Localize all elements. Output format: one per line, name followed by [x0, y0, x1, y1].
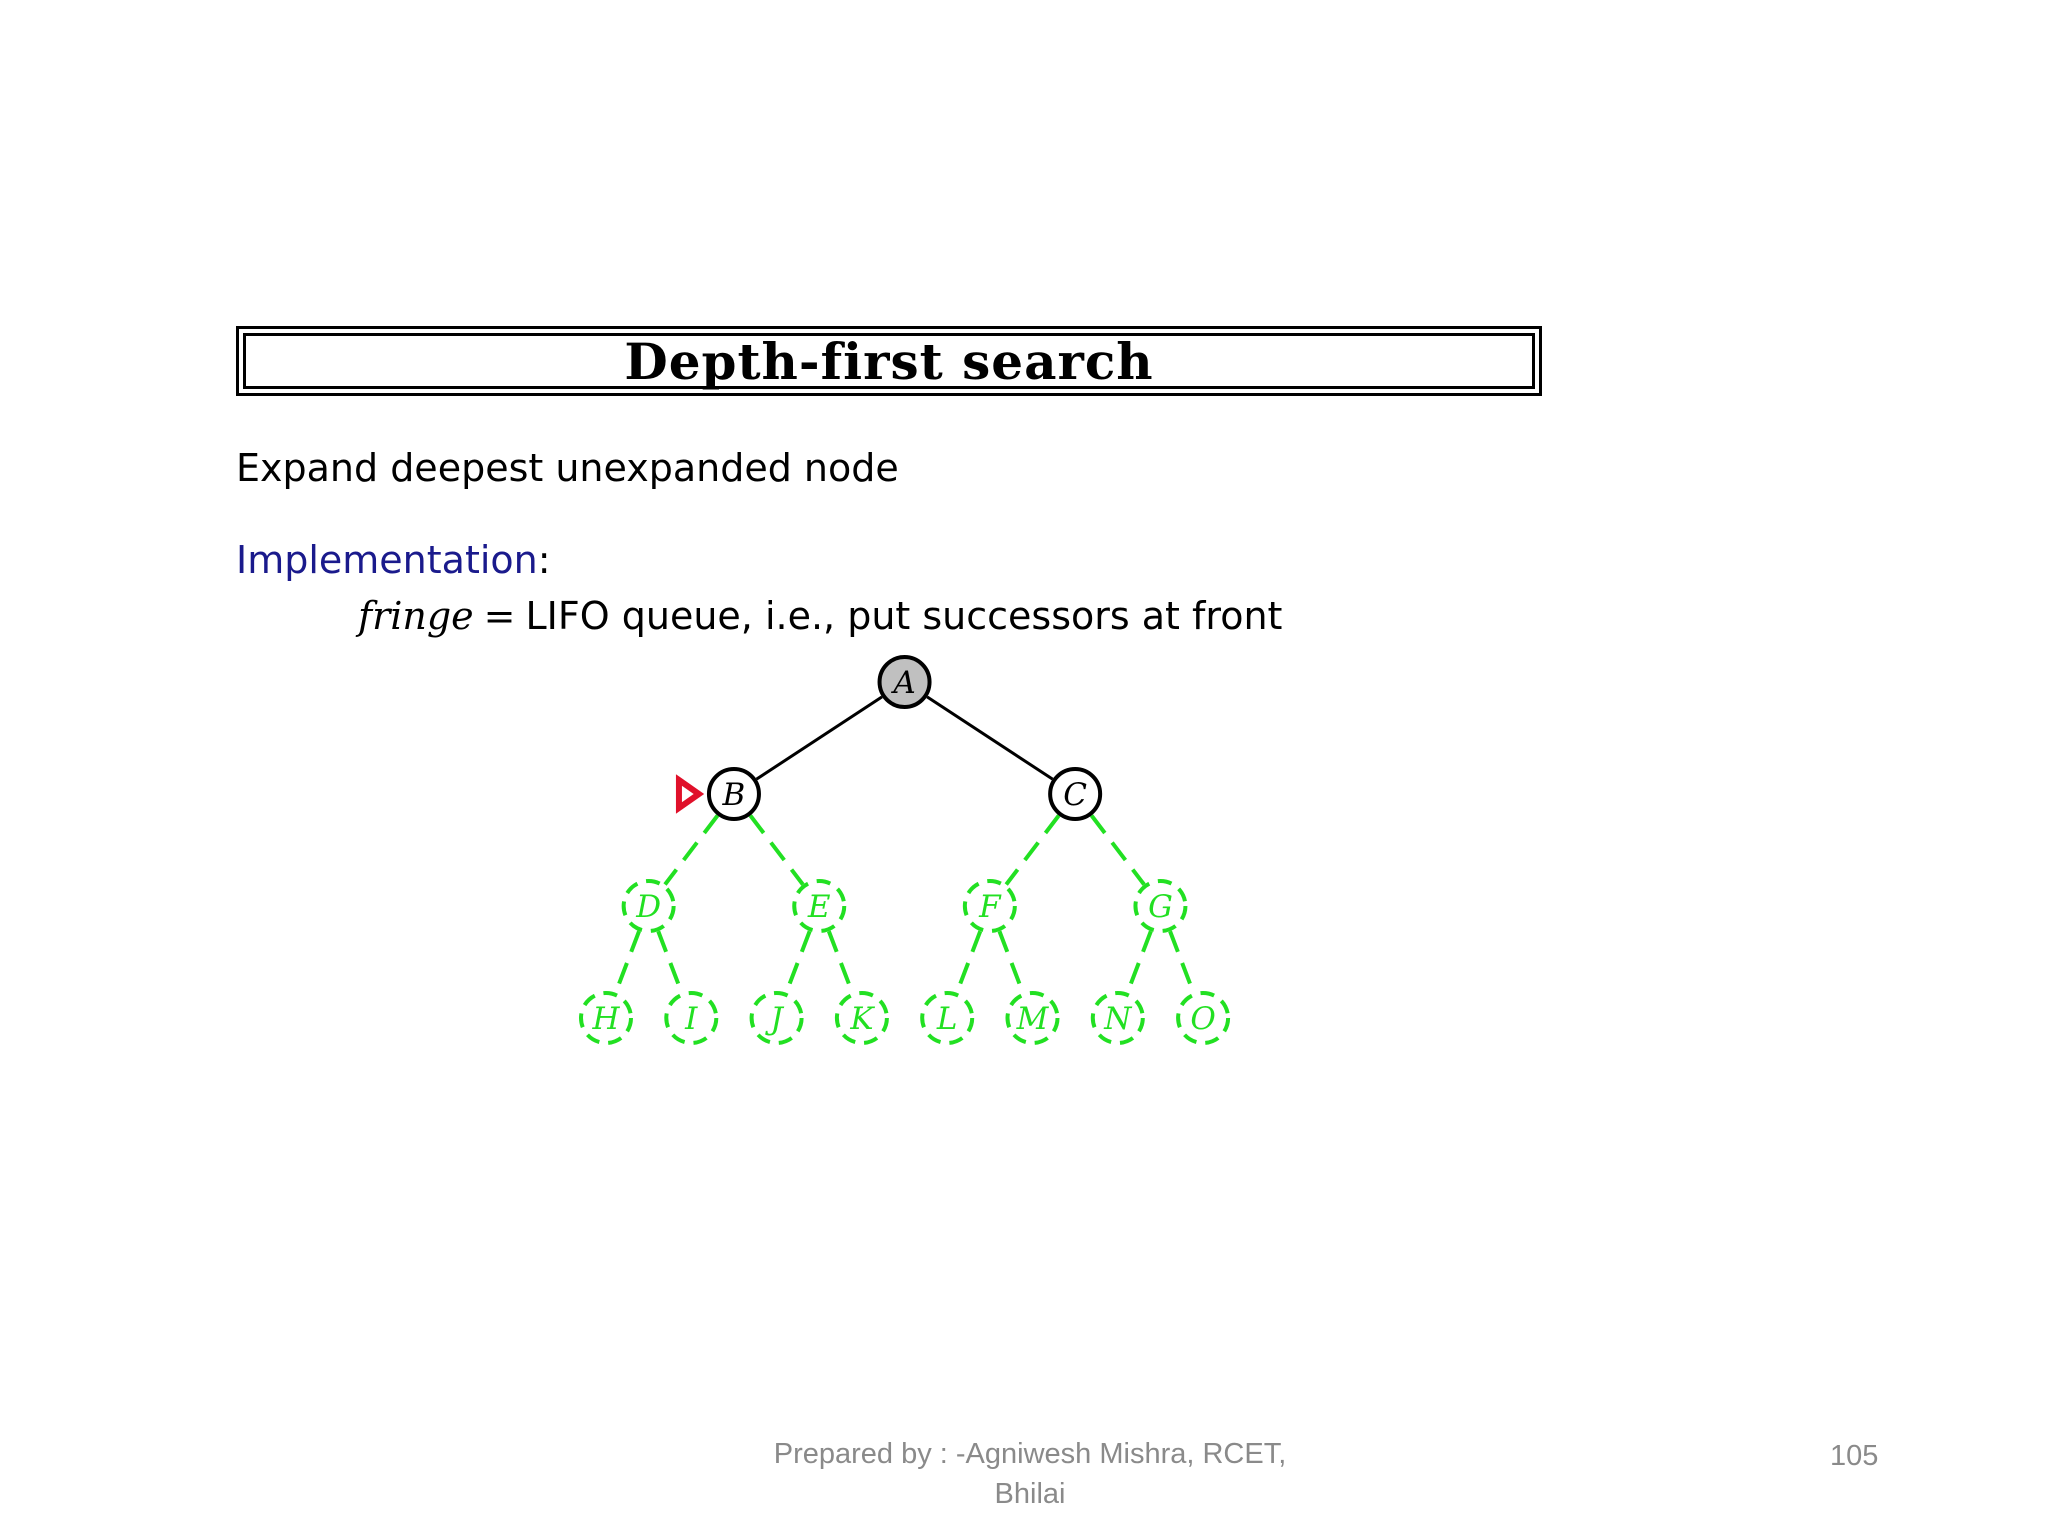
tree-node-J [749, 991, 804, 1045]
title-box: Depth-first search [236, 326, 1542, 396]
tree-edge-D-H [613, 930, 641, 994]
page-number: 105 [1830, 1440, 1879, 1472]
tree-node-M [1005, 991, 1060, 1045]
slide-title: Depth-first search [624, 331, 1154, 391]
tree-node-label-A: A [890, 665, 915, 701]
tree-node-C [1048, 767, 1103, 821]
tree-node-label-E: E [807, 889, 831, 925]
title-inner-frame: Depth-first search [243, 331, 1535, 391]
tree-node-label-G: G [1148, 889, 1173, 925]
tree-node-label-L: L [936, 1001, 958, 1037]
fringe-variable: fringe [358, 594, 474, 638]
tree-node-H [579, 991, 633, 1045]
tree-edge-G-N [1125, 930, 1153, 994]
implementation-heading: Implementation: [236, 538, 551, 582]
tree-edge-E-J [784, 930, 812, 994]
tree-node-N [1090, 991, 1145, 1045]
tree-node-E [792, 879, 847, 933]
tree-edge-E-K [826, 930, 855, 994]
tree-node-label-O: O [1190, 1001, 1215, 1037]
tree-node-label-F: F [978, 889, 1002, 925]
tree-edge-F-M [997, 930, 1025, 994]
tree-edge-C-F [1004, 814, 1061, 886]
tree-node-label-C: C [1063, 777, 1087, 813]
fringe-description: LIFO queue, i.e., put successors at fron… [525, 594, 1283, 638]
tree-node-label-M: M [1016, 1001, 1050, 1037]
tree-node-L [920, 991, 975, 1045]
tree-edge-C-G [1089, 814, 1146, 886]
footer-credit-line2: Bhilai [994, 1478, 1066, 1510]
tree-node-label-B: B [722, 777, 746, 813]
tree-node-K [834, 991, 889, 1045]
tree-edge-D-I [656, 930, 684, 994]
tree-node-A [877, 655, 932, 709]
slide-subtitle: Expand deepest unexpanded node [236, 446, 899, 490]
tree-node-label-I: I [684, 1001, 698, 1037]
tree-node-I [664, 991, 719, 1045]
tree-node-G [1133, 879, 1188, 933]
tree-edge-F-L [954, 930, 983, 994]
footer-credit-line1: Prepared by : -Agniwesh Mishra, RCET, [773, 1438, 1287, 1470]
fringe-definition: fringe=LIFO queue, i.e., put successors … [358, 594, 1282, 638]
tree-node-F [962, 879, 1017, 933]
tree-edge-A-B [755, 695, 883, 781]
tree-node-B [706, 767, 761, 821]
tree-edge-B-D [663, 814, 720, 886]
tree-node-O [1176, 991, 1231, 1045]
fringe-equals: = [483, 594, 516, 638]
tree-node-label-N: N [1103, 1001, 1133, 1037]
tree-edge-G-O [1168, 930, 1196, 994]
implementation-label: Implementation [236, 538, 538, 582]
current-node-marker-icon [675, 774, 705, 814]
footer-credit: Prepared by : -Agniwesh Mishra, RCET, Bh… [730, 1434, 1330, 1514]
tree-edge-A-C [926, 695, 1054, 781]
tree-edge-B-E [748, 814, 805, 886]
tree-node-label-K: K [849, 1001, 875, 1037]
tree-node-D [621, 879, 676, 933]
tree-node-label-D: D [635, 889, 661, 925]
tree-node-label-H: H [591, 1001, 620, 1037]
implementation-colon: : [537, 538, 551, 582]
